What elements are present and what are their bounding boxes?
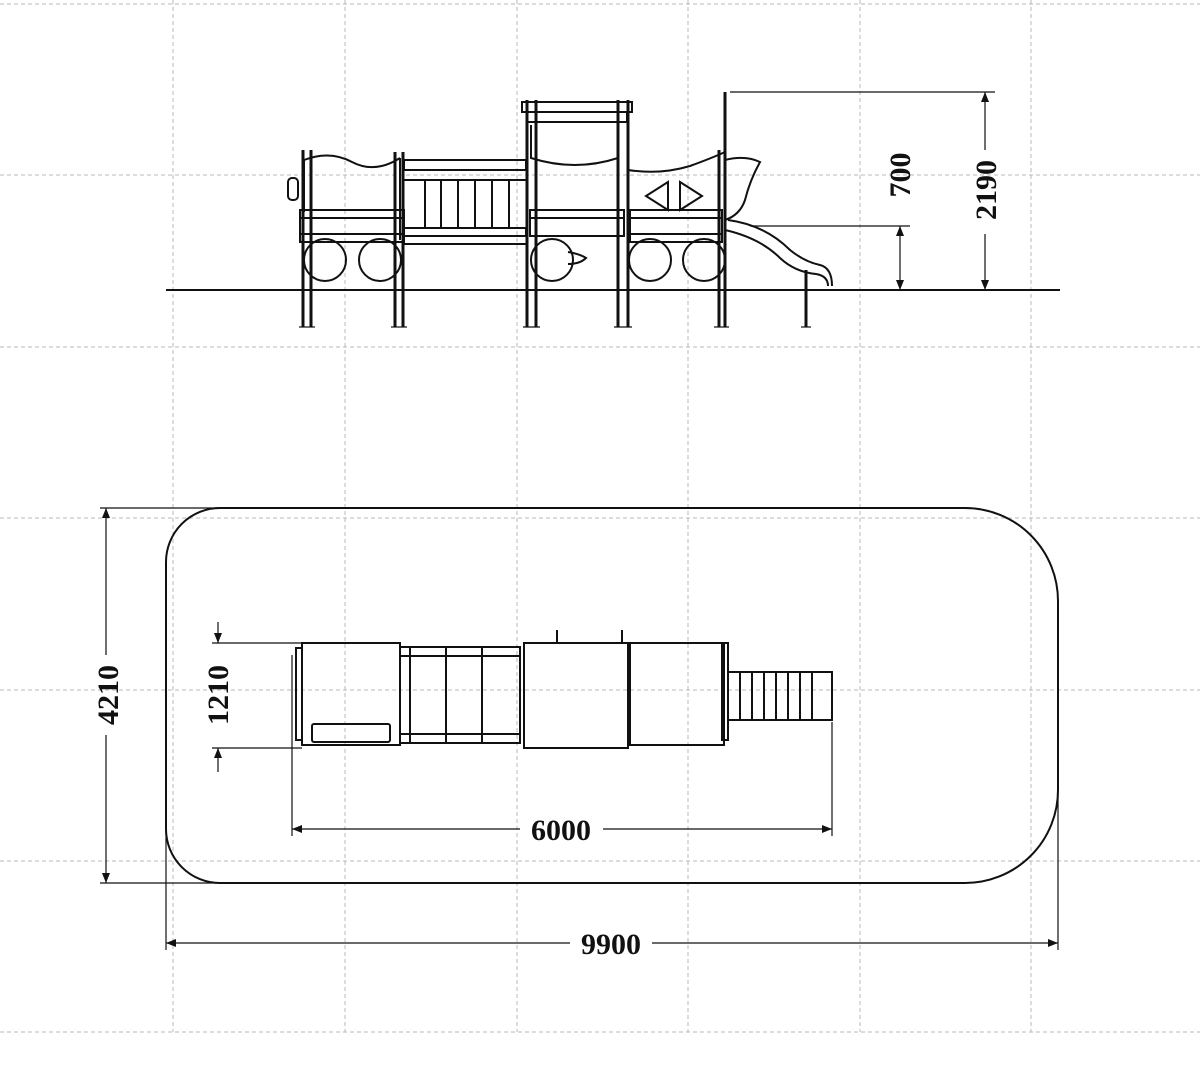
plan-equipment xyxy=(295,630,833,749)
slide xyxy=(724,156,833,287)
dim-area-length: 9900 xyxy=(581,928,641,961)
locomotive-cab xyxy=(521,101,633,265)
locomotive-front xyxy=(627,151,726,243)
plan-dimensions xyxy=(100,507,1059,950)
height-dimensions xyxy=(730,91,995,290)
safety-area-outline xyxy=(165,507,1059,884)
dim-overall-height: 2190 xyxy=(970,160,1003,220)
wheels xyxy=(303,238,726,282)
plan-view xyxy=(165,507,1059,884)
side-elevation-view xyxy=(166,92,1060,328)
dim-equipment-length: 6000 xyxy=(531,814,591,847)
dim-equipment-width: 1210 xyxy=(202,665,235,725)
background-grid xyxy=(0,0,1200,1033)
dim-platform-height: 700 xyxy=(884,153,917,198)
dim-area-width: 4210 xyxy=(92,665,125,725)
tender-car xyxy=(287,154,405,243)
bridge xyxy=(403,159,527,245)
